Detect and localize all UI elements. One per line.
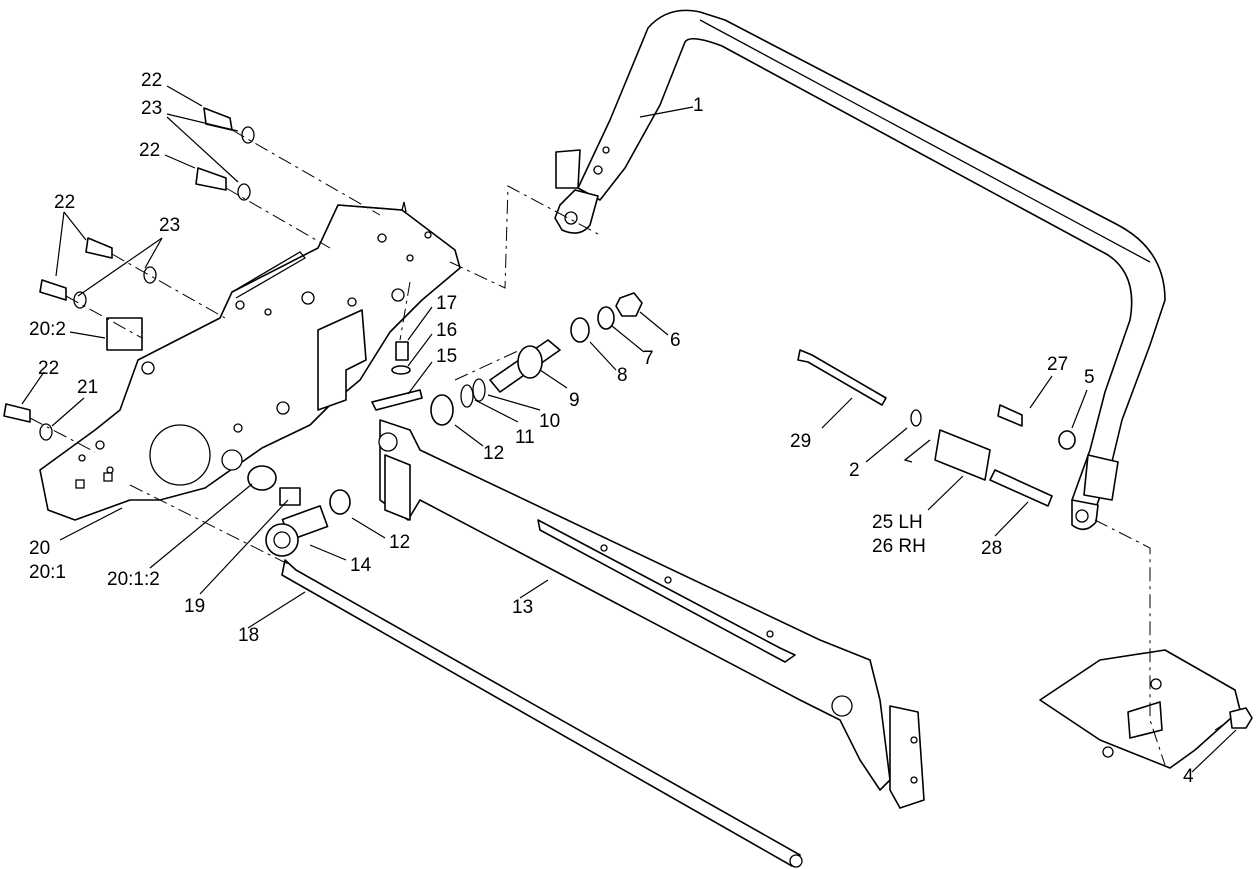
callout-7: 7 [643,348,654,369]
gear-shaft-part [265,505,329,557]
callout-12-upper: 12 [483,443,505,464]
callout-22-c: 22 [54,192,76,213]
callout-10: 10 [539,411,561,432]
alignment-lines [29,129,1231,766]
rod-part [281,559,803,868]
callout-22-b: 22 [139,140,161,161]
callout-17: 17 [436,293,458,314]
callout-20-1-2: 20:1:2 [107,569,160,590]
callout-22-a: 22 [141,70,163,91]
callout-12-lower: 12 [389,532,411,553]
handle-bar-part [554,9,1166,531]
callout-20-1: 20:1 [29,562,66,583]
callout-23-b: 23 [159,215,181,236]
callout-5: 5 [1084,367,1095,388]
callout-4: 4 [1183,766,1194,787]
main-bar-part [378,419,925,809]
hardware-parts [3,107,643,515]
side-plate-part [39,201,461,521]
callout-21: 21 [77,377,99,398]
callout-11: 11 [515,427,535,448]
callout-22-d: 22 [38,358,60,379]
leader-lines [21,85,1237,773]
callout-28: 28 [981,538,1003,559]
callout-26: 26 RH [872,536,926,557]
callout-13: 13 [512,597,534,618]
callout-25: 25 LH [872,512,923,533]
callout-20-2: 20:2 [29,319,66,340]
callout-23-a: 23 [141,98,163,119]
callout-14: 14 [350,555,372,576]
callout-1: 1 [693,95,704,116]
callout-8: 8 [617,365,628,386]
decal-part [106,317,143,351]
callout-27: 27 [1047,354,1069,375]
callout-16: 16 [436,320,458,341]
callout-9: 9 [569,390,580,411]
callout-2: 2 [849,460,860,481]
callout-19: 19 [184,596,206,617]
callout-15: 15 [436,346,458,367]
callout-6: 6 [670,330,681,351]
callout-20: 20 [29,538,51,559]
callout-18: 18 [238,625,260,646]
callout-29: 29 [790,431,812,452]
